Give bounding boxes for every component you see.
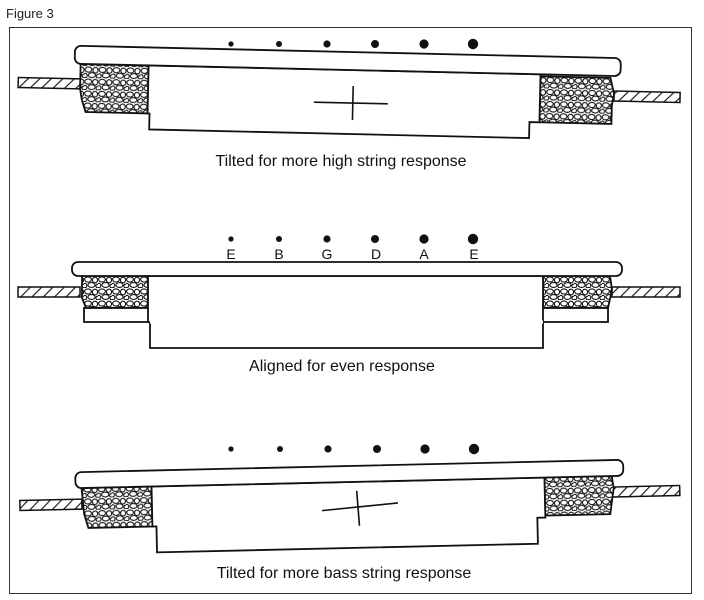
string-dot-3 bbox=[324, 445, 332, 453]
foam-right bbox=[543, 473, 615, 517]
string-label-a: A bbox=[419, 246, 429, 262]
caption-high: Tilted for more high string response bbox=[215, 153, 466, 170]
panel-bass-string: Tilted for more bass string response bbox=[19, 443, 681, 582]
pickup-assembly-even bbox=[17, 261, 681, 349]
pickguard-left bbox=[17, 76, 82, 90]
string-dot-6 bbox=[467, 38, 479, 50]
string-dot-5 bbox=[419, 234, 429, 244]
string-dot-1 bbox=[228, 446, 234, 452]
center-cross-bass bbox=[322, 490, 399, 526]
foam-left bbox=[81, 275, 149, 309]
string-dot-5 bbox=[419, 39, 429, 49]
string-dot-1 bbox=[228, 41, 234, 47]
center-cross-high bbox=[313, 86, 388, 121]
pickguard-left bbox=[19, 498, 83, 512]
pickup-body-high bbox=[146, 64, 542, 139]
panel-even: E B G D A E Aligned for even response bbox=[17, 233, 681, 375]
pickup-body-even bbox=[147, 275, 544, 349]
string-label-b: B bbox=[274, 246, 283, 262]
foam-right bbox=[538, 75, 616, 125]
panel-high-string: Tilted for more high string response bbox=[17, 38, 681, 170]
figure-label: Figure 3 bbox=[6, 6, 54, 21]
string-dots-even bbox=[228, 233, 479, 245]
pickup-flange-bass bbox=[74, 459, 625, 489]
string-dot-6 bbox=[467, 233, 479, 245]
string-dot-3 bbox=[323, 235, 331, 243]
string-label-high-e: E bbox=[469, 246, 478, 262]
string-dot-1 bbox=[228, 236, 234, 242]
caption-even: Aligned for even response bbox=[249, 358, 435, 375]
string-dot-3 bbox=[323, 40, 331, 48]
string-letters: E B G D A E bbox=[226, 246, 478, 262]
string-dot-2 bbox=[276, 236, 282, 242]
figure-frame bbox=[9, 27, 692, 594]
string-dots-bass bbox=[228, 443, 480, 455]
string-dot-2 bbox=[277, 446, 283, 452]
string-dot-2 bbox=[276, 41, 282, 47]
pickup-assembly-bass bbox=[19, 459, 681, 554]
string-dot-6 bbox=[468, 443, 480, 455]
string-dot-5 bbox=[420, 444, 430, 454]
pickup-body-bass bbox=[150, 476, 547, 554]
string-dot-4 bbox=[373, 445, 381, 453]
pickup-assembly-high bbox=[17, 44, 681, 139]
pickup-flange-even bbox=[71, 261, 623, 277]
pickup-flange-high bbox=[73, 44, 622, 77]
pickguard-left bbox=[17, 286, 81, 298]
foam-right bbox=[542, 275, 613, 309]
caption-bass: Tilted for more bass string response bbox=[217, 565, 472, 582]
foam-left bbox=[80, 485, 154, 529]
pickguard-right bbox=[613, 90, 681, 104]
string-dots-high bbox=[228, 38, 479, 50]
string-dot-4 bbox=[371, 40, 379, 48]
string-label-d: D bbox=[371, 246, 381, 262]
string-dot-4 bbox=[371, 235, 379, 243]
pickguard-right bbox=[610, 484, 681, 498]
string-label-g: G bbox=[322, 246, 333, 262]
string-label-low-e: E bbox=[226, 246, 235, 262]
pickguard-right bbox=[611, 286, 681, 298]
foam-left bbox=[79, 62, 150, 115]
